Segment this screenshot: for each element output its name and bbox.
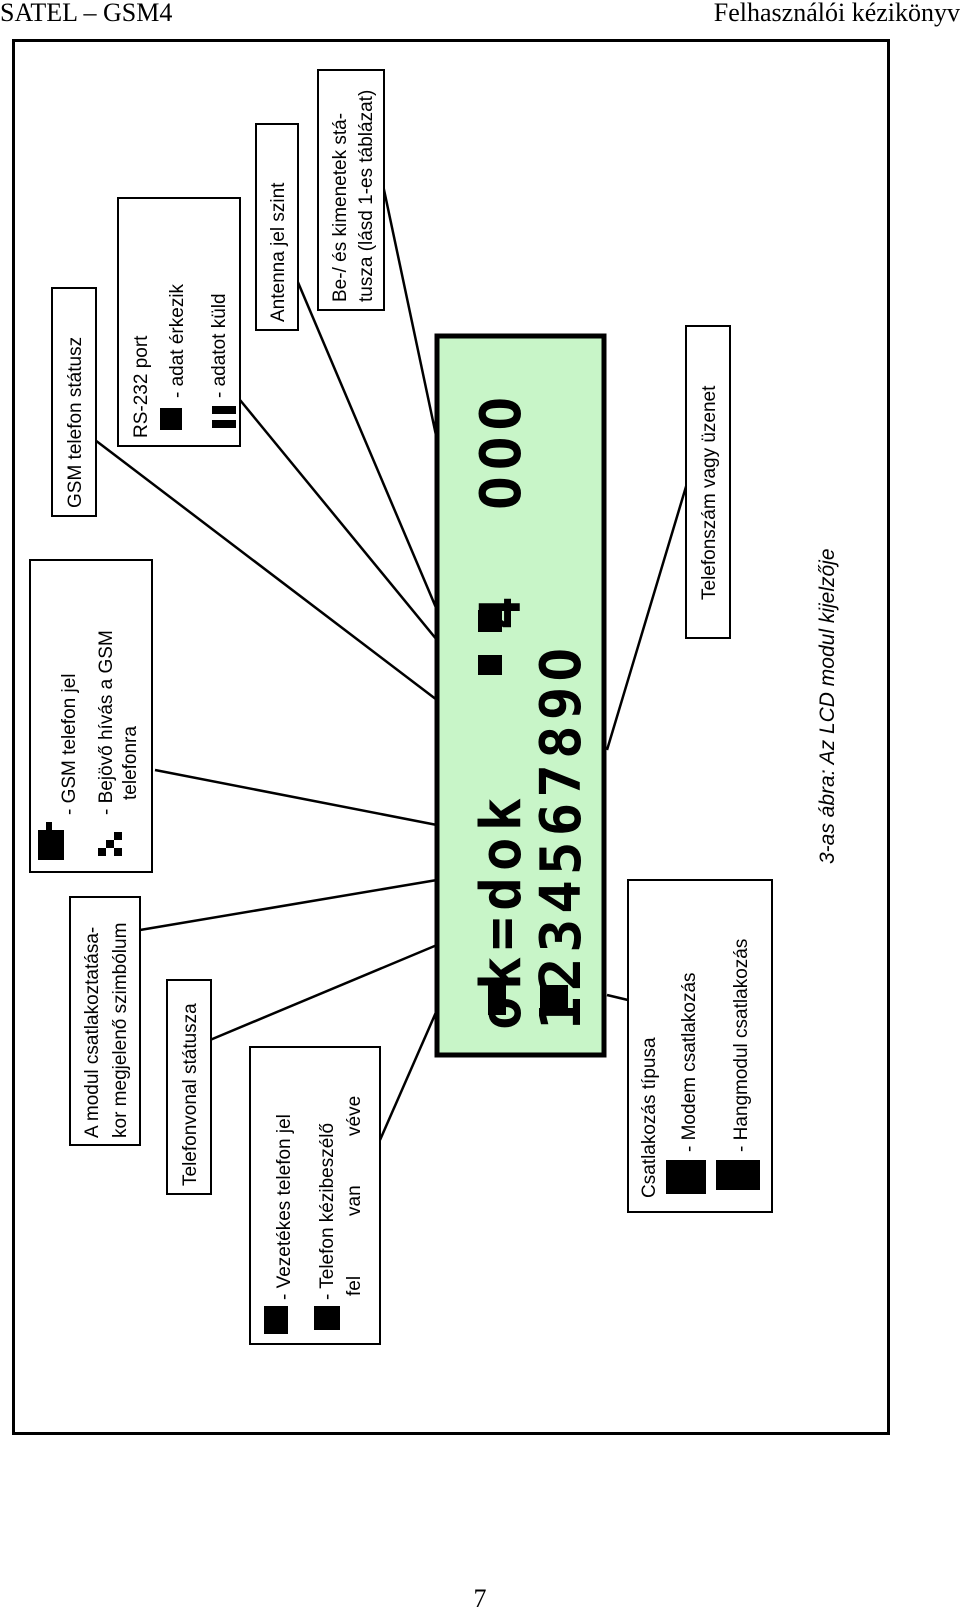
voice-module-icon bbox=[716, 1160, 760, 1190]
box-line-status bbox=[166, 979, 212, 1195]
connection-type-line-1: Csatlakozás típusa bbox=[639, 1037, 660, 1198]
box-connection-type bbox=[627, 879, 773, 1213]
wired-phone-line-3b: van bbox=[344, 1185, 365, 1216]
connection-type-line-3: - Hangmodul csatlakozás bbox=[731, 939, 752, 1152]
handset-off-hook-icon bbox=[314, 1306, 340, 1330]
connect-symbol-line-2: kor megjelenő szimbólum bbox=[110, 923, 131, 1138]
header-right: Felhasználói kézikönyv bbox=[713, 0, 960, 27]
rs232-receive-icon bbox=[160, 408, 182, 430]
gsm-status-label: GSM telefon státusz bbox=[65, 337, 86, 508]
rs232-line-2: - adat érkezik bbox=[167, 283, 188, 398]
figure-caption: 3-as ábra: Az LCD modul kijelzője bbox=[816, 548, 839, 864]
wired-phone-line-1: - Vezetékes telefon jel bbox=[274, 1114, 295, 1300]
box-phone-number bbox=[685, 325, 731, 639]
rs232-line-1: RS-232 port bbox=[131, 335, 152, 438]
gsm-signal-line-2: - Bejövő hívás a GSM bbox=[96, 630, 117, 815]
box-connect-symbol bbox=[69, 896, 141, 1146]
gsm-signal-line-3: telefonra bbox=[120, 726, 141, 800]
lcd-line-2: 123456789O bbox=[529, 643, 594, 1030]
lcd-line-1-end: OOO bbox=[469, 391, 534, 510]
io-status-line-2: tusza (lásd 1-es táblázat) bbox=[356, 90, 377, 302]
wired-phone-icon bbox=[264, 1306, 288, 1334]
figure-frame bbox=[12, 39, 890, 1435]
gsm-signal-line-1: - GSM telefon jel bbox=[59, 674, 80, 816]
box-gsm-signal bbox=[29, 559, 153, 873]
wired-phone-line-3c: véve bbox=[344, 1096, 365, 1136]
phone-number-label: Telefonszám vagy üzenet bbox=[699, 385, 720, 600]
header-left: SATEL – GSM4 bbox=[0, 0, 173, 27]
line-status-label: Telefonvonal státusza bbox=[180, 1003, 201, 1186]
io-status-line-1: Be-/ és kimenetek stá- bbox=[330, 113, 351, 302]
box-rs232 bbox=[117, 197, 241, 447]
box-io-status bbox=[317, 69, 385, 311]
box-antenna bbox=[255, 123, 299, 331]
connector-lines bbox=[94, 184, 690, 1141]
lcd-display bbox=[434, 333, 607, 1058]
connection-type-line-2: - Modem csatlakozás bbox=[679, 972, 700, 1152]
gsm-phone-icon bbox=[38, 822, 64, 860]
incoming-call-icon bbox=[98, 832, 122, 856]
modem-icon bbox=[666, 1160, 706, 1194]
lcd-glyphs bbox=[478, 610, 568, 1015]
antenna-label: Antenna jel szint bbox=[268, 182, 289, 322]
wired-phone-line-2: - Telefon kézibeszélő bbox=[317, 1123, 338, 1300]
wired-phone-line-3a: fel bbox=[344, 1276, 365, 1296]
box-gsm-status bbox=[51, 287, 97, 517]
rs232-line-3: - adatot küld bbox=[209, 293, 230, 398]
box-wired-phone bbox=[249, 1046, 381, 1345]
page-number: 7 bbox=[473, 1584, 487, 1613]
connect-symbol-line-1: A modul csatlakoztatása- bbox=[82, 927, 103, 1138]
rs232-send-icon bbox=[212, 406, 236, 428]
